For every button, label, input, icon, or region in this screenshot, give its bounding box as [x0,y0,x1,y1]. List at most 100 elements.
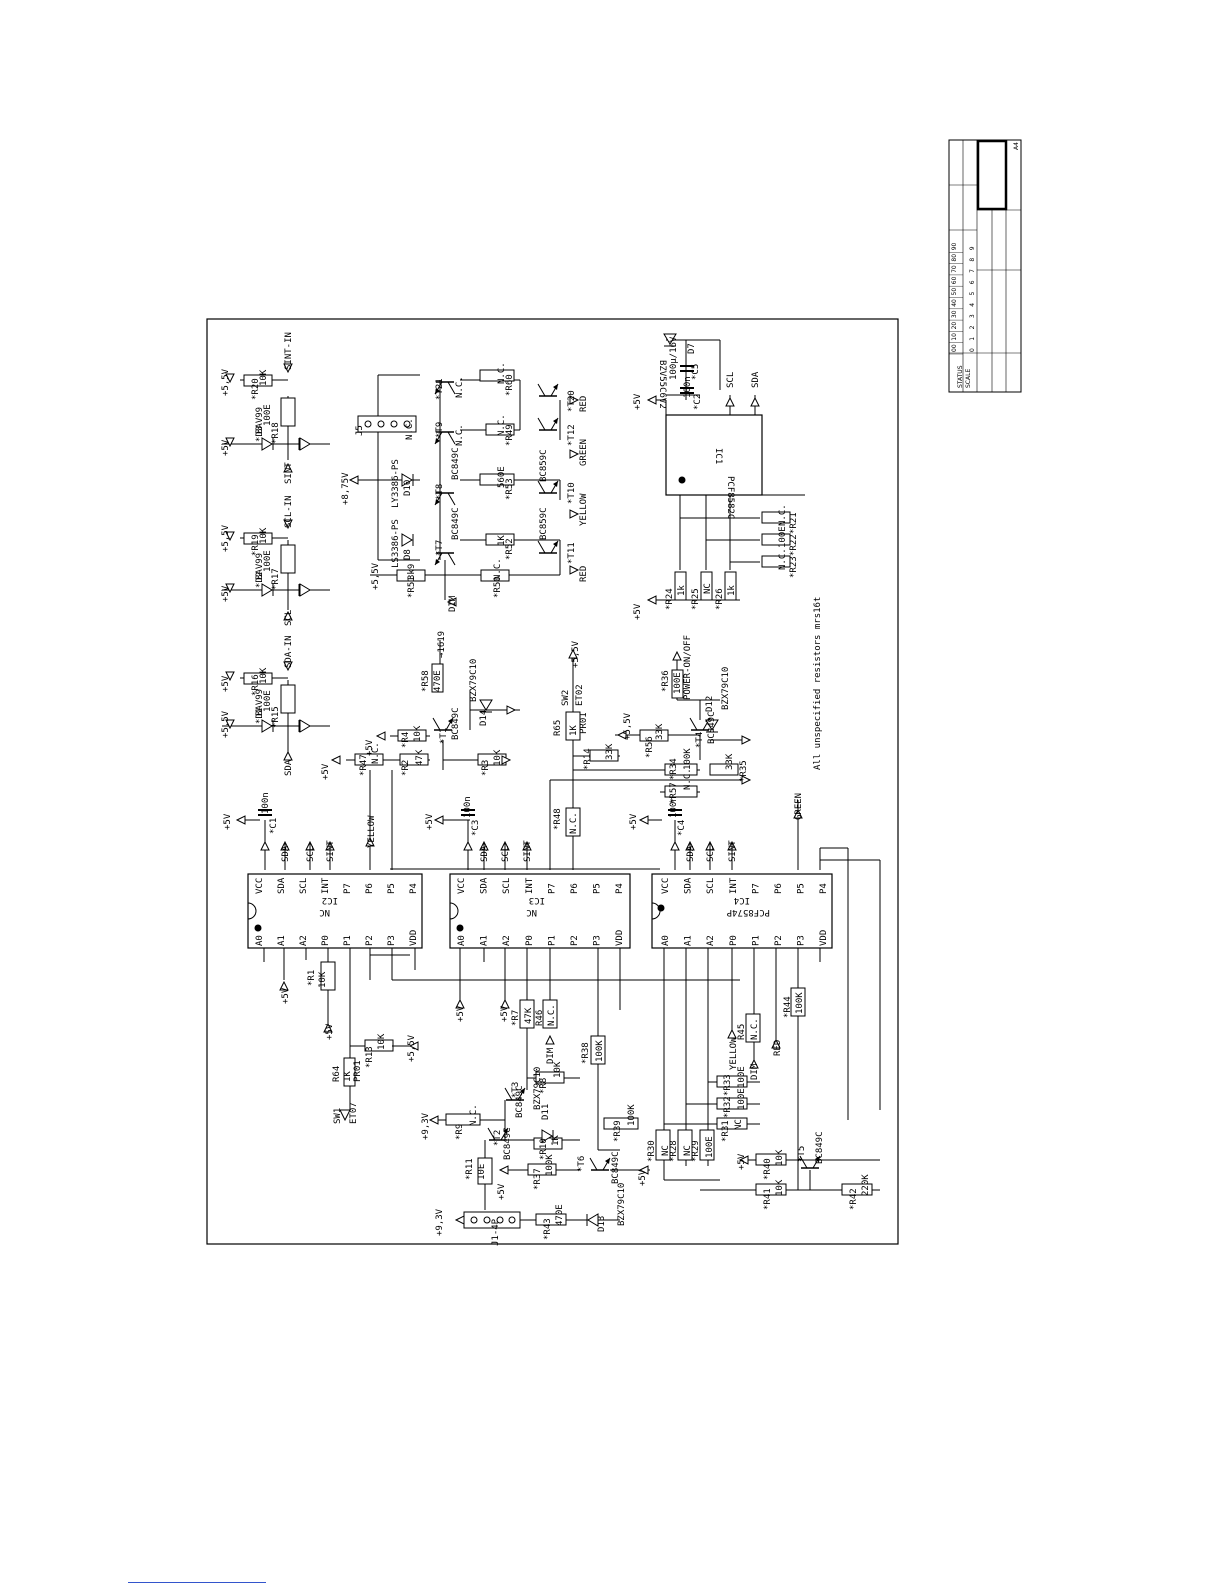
d3-ref: *D3 [255,426,265,442]
ic2-pin-int: INT [321,877,331,894]
r8-value: 10K [553,1061,563,1078]
r8-ref: *R8 [539,1078,549,1094]
a-p5v-1: +5V [281,987,291,1004]
ic4-pin-p5: P5 [797,883,807,894]
ic3-pin-p5: P5 [593,883,603,894]
c3-p5v: +5V [425,813,435,830]
r34-value: 100K [683,748,693,770]
c3-ref: *C3 [471,820,481,836]
input-p55v-3: +5,5V [221,368,231,396]
j1-p93v: +9,3V [435,1208,445,1236]
ic2-yellow-label: YELLOW [367,815,377,848]
r56-p55v: +5,5V [623,712,633,740]
r9-value: N.C. [469,1104,479,1126]
scl-in-label: SCL-IN [284,495,294,528]
ic3-pin-scl: SCL [502,878,512,894]
eeprom-p5v-1: +5V [633,393,643,410]
ic2-pin-p1: P1 [343,935,353,946]
power-label: POWER-ON/OFF [683,635,693,700]
r31-value: NC [734,1119,744,1130]
ic3-pin-vdd: VDD [615,930,625,946]
t10-part: BC859C [539,449,549,482]
ic-row [247,873,833,949]
r4-ref: *R4 [401,732,411,748]
ic2-pin-p3: P3 [387,935,397,946]
r32-value: 100E [737,1088,747,1110]
r26-value: 1k [727,585,737,596]
t21-ref: *T21 [435,378,445,400]
r28-value: NC [683,1145,693,1156]
r25-ref: *R25 [691,588,701,610]
r28-ref: *R28 [669,1140,679,1162]
r9-ref: *R9 [455,1124,465,1140]
r2-ref: *R2 [401,760,411,776]
d12-ref: D12 [705,696,715,712]
t8-ref: *T8 [435,484,445,500]
ic2-pin-p5: P5 [387,883,397,894]
d8-ref: D8 [403,549,413,560]
c1-p5v: +5V [223,813,233,830]
r53-value: 560E [497,466,507,488]
ic2-pin-a2: A2 [299,935,309,946]
dim-label: DIM [448,595,458,612]
r56-ref: *R56 [645,736,655,758]
t3-ref: *T3 [511,1082,521,1098]
et07-label: ET07 [349,1102,359,1124]
r21-ref: *R21 [789,512,799,534]
title-percent-5: 50 [951,288,958,296]
r47-value: N.C. [371,742,381,764]
r58-value: 470E [433,670,443,692]
r40-value: 10K [775,1149,785,1166]
sw2-label: SW2 [561,690,571,706]
title-digit-7: 7 [969,269,976,273]
c4-value: 100n [669,796,679,818]
ic3-pin-sda: SDA [480,877,490,894]
r49-ref: *R49 [505,424,515,446]
r4-p5v: +5V [365,739,375,756]
r60-ref: *R60 [505,374,515,396]
r50-ref: *R50 [493,576,503,598]
d8-part: LS3386-PS [391,519,401,568]
ic4-pin-p7: P7 [751,883,761,894]
ic3-pin-a1: A1 [480,935,490,946]
r50-value: N.C. [493,558,503,580]
t4-part: BC849C [707,711,717,744]
r34-ref: *R34 [669,758,679,780]
t7-part: BC849C [451,507,461,540]
r29-ref: *R29 [691,1140,701,1162]
ic2-pin-p0: P0 [321,935,331,946]
r31-ref: *R31 [721,1120,731,1142]
r51-value: 3k9 [407,564,417,580]
title-digit-3: 3 [969,314,976,318]
r44-ref: *R44 [783,996,793,1018]
ic3-pin-vcc: VCC [457,878,467,894]
r13-p55v: +5,5V [407,1034,417,1062]
title-size: A4 [1013,142,1020,150]
led-p55v: +5,5V [371,562,381,590]
r36-ref: *R36 [661,670,671,692]
ic3-pin-p6: P6 [570,883,580,894]
t1-ref: *T1 [439,728,449,744]
input-p5v-2: +5V [221,585,231,602]
ic3-pin-a2: A2 [502,935,512,946]
ic2-pin-p7: P7 [343,883,353,894]
r20-ref: *R20 [251,378,261,400]
r37-value: 100K [545,1154,555,1176]
t11-ref: *T11 [567,542,577,564]
t5-part: BC849C [815,1131,825,1164]
led-driver-section [349,369,579,607]
t3-part: BC849C [515,1085,525,1118]
t11-part: BC859C [539,507,549,540]
input-p5v-1: +5V [221,675,231,692]
r60-value: N.C. [497,362,507,384]
r25-value: NC [703,583,713,594]
d12-part: BZX79C10 [721,667,731,710]
sw1-label: SW1 [333,1108,343,1124]
r51-ref: *R51 [407,576,417,598]
t5-p5v: +5V [497,1183,507,1200]
r38-value: 100K [595,1040,605,1062]
r43-ref: *R43 [543,1218,553,1240]
r14-ref: *R14 [583,748,593,770]
ic2-pin-sda: SDA [277,877,287,894]
